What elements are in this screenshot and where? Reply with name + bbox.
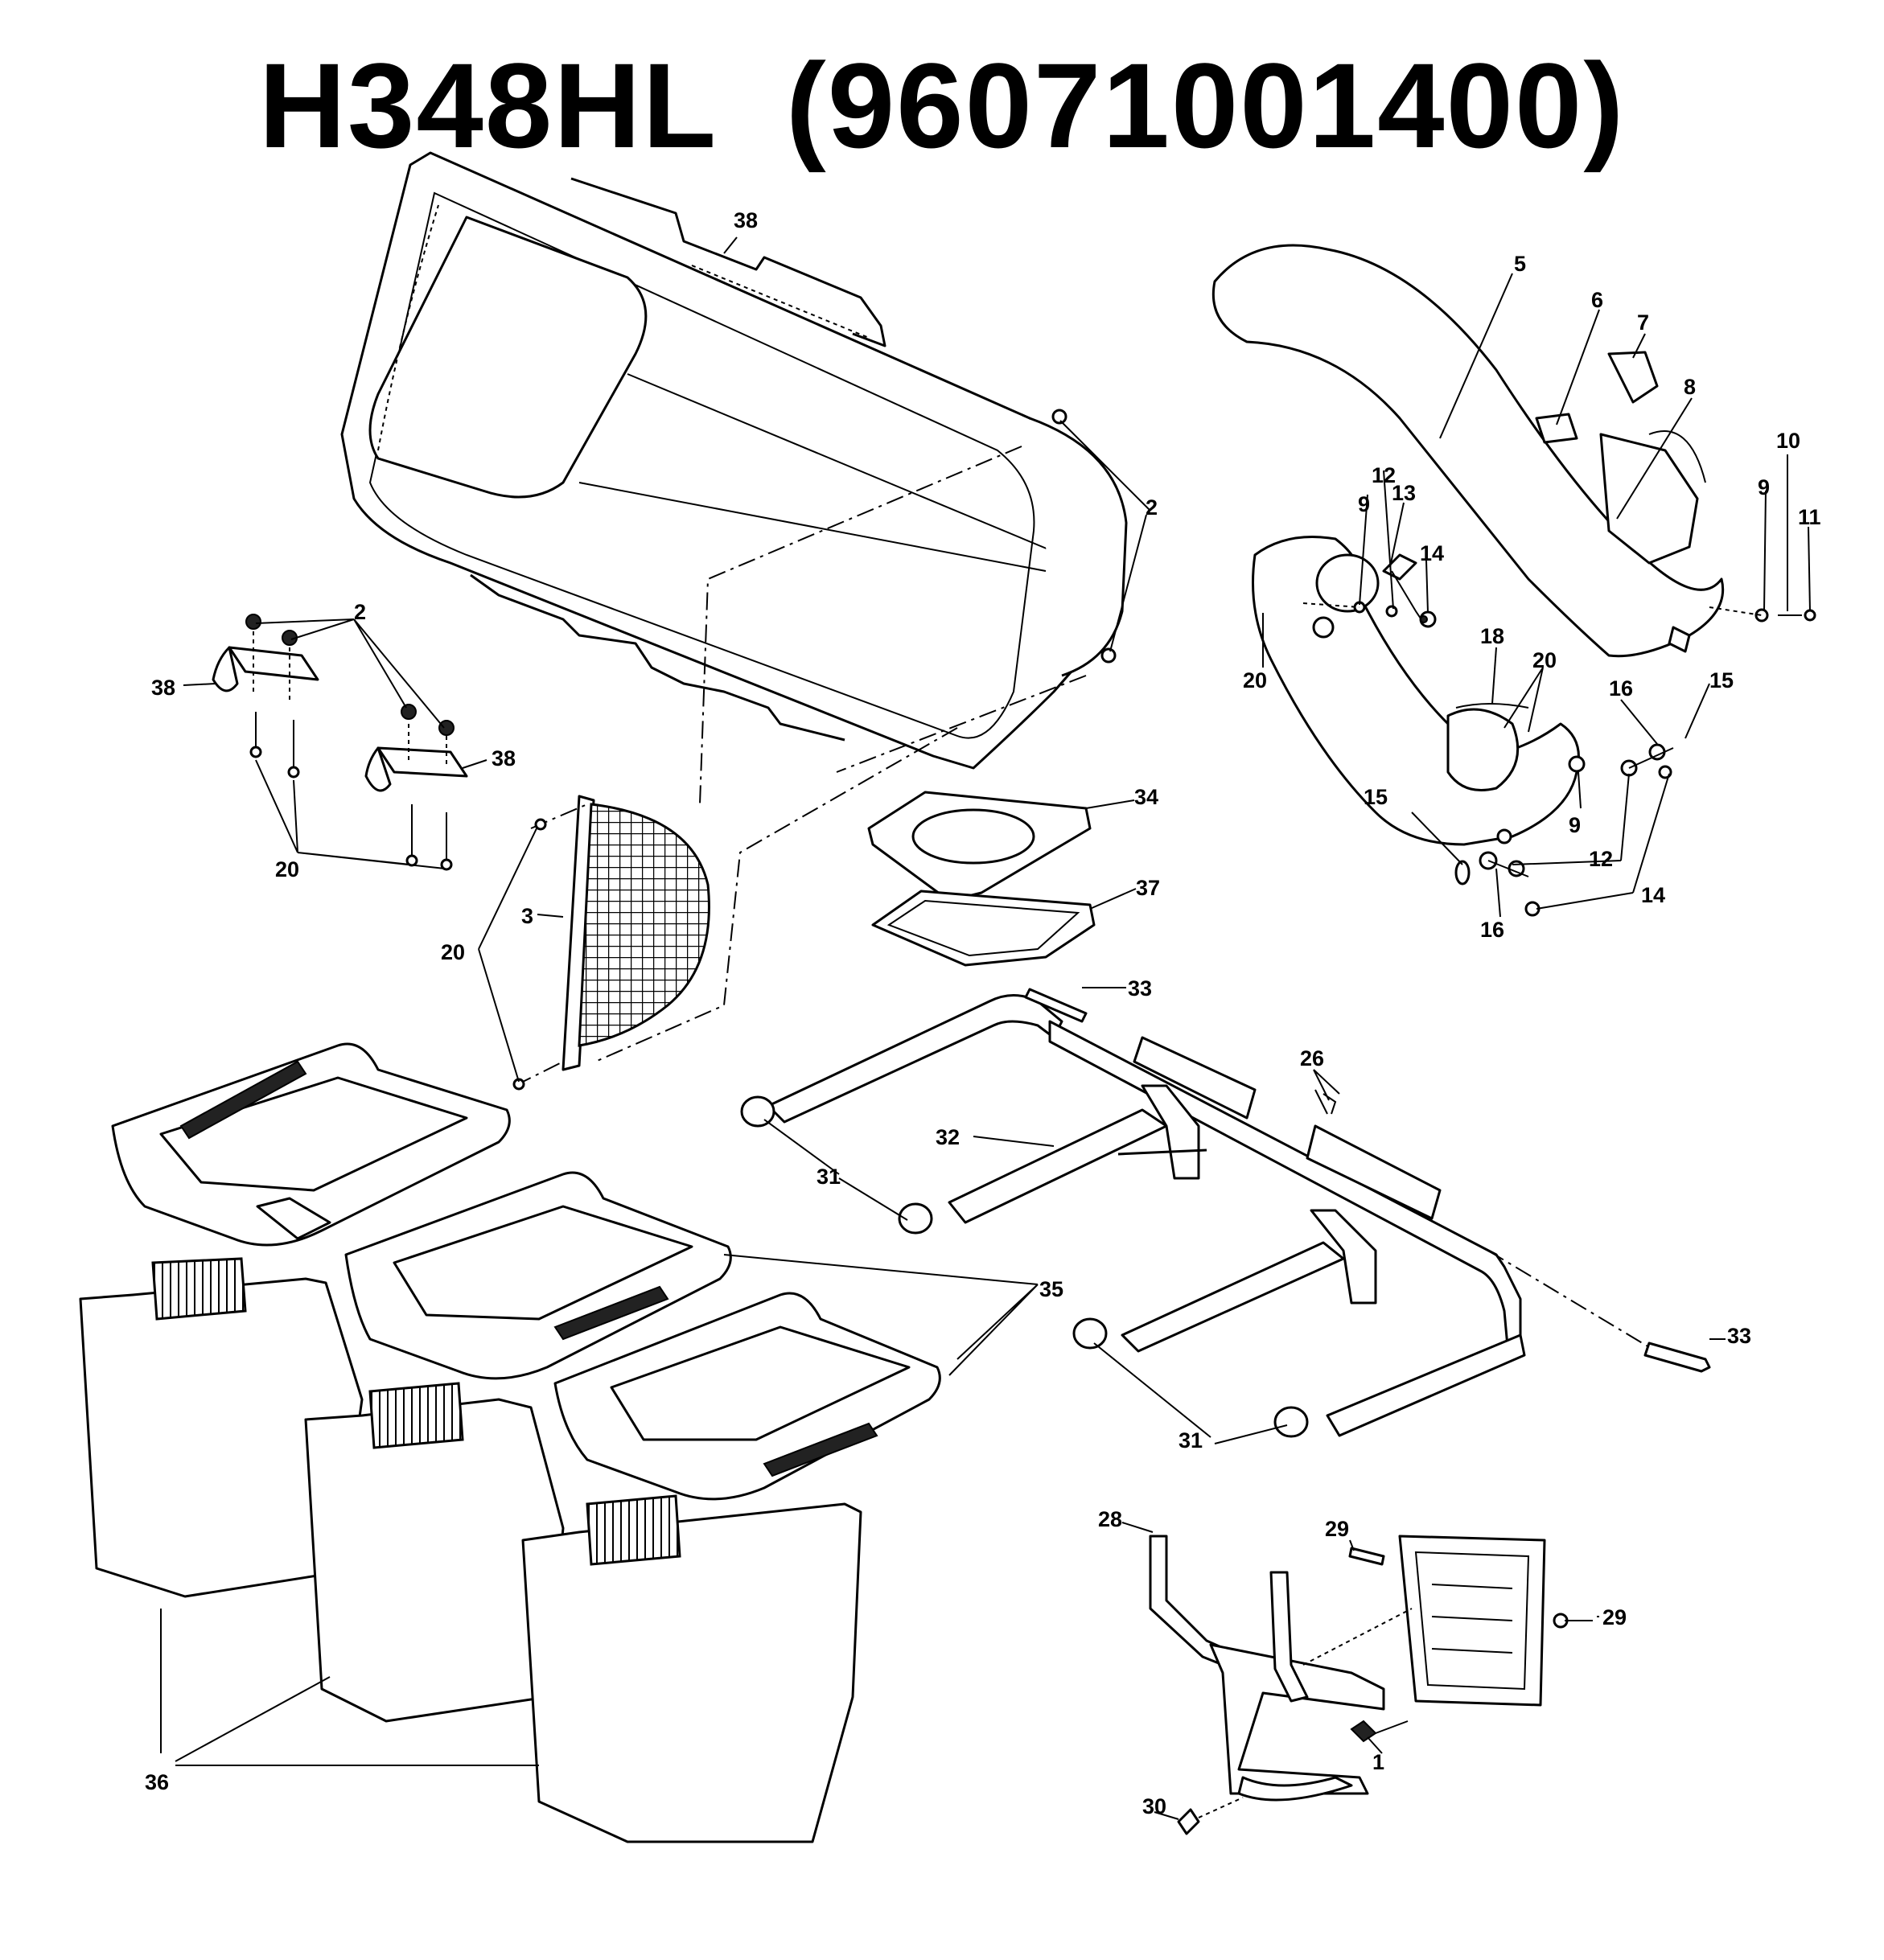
callout-28: 28	[1098, 1507, 1122, 1531]
callout-14-a: 14	[1420, 541, 1444, 565]
callout-18: 18	[1480, 624, 1504, 648]
callout-9-a: 9	[1758, 475, 1770, 499]
gasket-34	[867, 791, 1092, 902]
callout-9-c: 9	[1569, 813, 1581, 837]
callout-32: 32	[936, 1125, 960, 1149]
callout-5: 5	[1514, 252, 1526, 276]
callout-20-screen: 20	[441, 940, 465, 964]
callout-1: 1	[1372, 1750, 1384, 1774]
callout-34: 34	[1134, 785, 1158, 809]
callout-4: 38	[734, 208, 758, 232]
callout-30: 30	[1142, 1794, 1166, 1818]
callout-13: 13	[1392, 481, 1416, 505]
callout-38-a: 38	[151, 676, 175, 700]
callout-38-b: 38	[492, 746, 516, 770]
callout-2-top: 2	[1146, 495, 1158, 520]
callout-31-b: 31	[1179, 1428, 1203, 1453]
callout-2-bracket: 2	[354, 600, 366, 624]
callout-36: 36	[145, 1770, 169, 1794]
callout-10: 10	[1776, 429, 1800, 453]
catcher-lid	[340, 151, 1128, 770]
callout-26: 26	[1300, 1046, 1324, 1070]
callout-35: 35	[1039, 1277, 1063, 1301]
callout-6: 6	[1591, 288, 1603, 312]
hitch-bracket	[1149, 1535, 1593, 1835]
callouts: 38 2 2 38 38 20 20 3 34 37 33 33 26 32 3…	[145, 208, 1821, 1820]
callout-15-a: 15	[1709, 668, 1734, 692]
page-title: H348HL (96071001400)	[258, 38, 1626, 173]
callout-29-b: 29	[1602, 1605, 1627, 1629]
callout-20-chute-a: 20	[1243, 668, 1267, 692]
callout-20-bracket: 20	[275, 857, 299, 881]
basket-3	[521, 1292, 941, 1843]
callout-16-b: 16	[1480, 918, 1504, 942]
callout-9-b: 9	[1358, 492, 1370, 516]
callout-33-a: 33	[1128, 976, 1152, 1001]
callout-14-b: 14	[1641, 883, 1665, 907]
callout-16-a: 16	[1609, 676, 1633, 701]
callout-12-b: 12	[1589, 847, 1613, 871]
callout-7: 7	[1637, 310, 1649, 335]
callout-8: 8	[1684, 375, 1696, 399]
callout-29-a: 29	[1325, 1517, 1349, 1541]
callout-31-a: 31	[817, 1165, 841, 1189]
callout-12-a: 12	[1372, 463, 1396, 487]
bracket-set-38	[212, 614, 468, 871]
callout-15-b: 15	[1364, 785, 1388, 809]
frame-assembly	[740, 988, 1711, 1438]
basket-1	[79, 1042, 511, 1598]
chute-lower-18	[1252, 536, 1580, 846]
chute-5	[1211, 244, 1725, 658]
callout-11: 11	[1798, 505, 1821, 529]
basket-2	[304, 1171, 732, 1723]
callout-3: 3	[521, 904, 533, 928]
callout-33-b: 33	[1727, 1324, 1751, 1348]
callout-37: 37	[1136, 876, 1160, 900]
frame-37	[871, 890, 1096, 967]
deflector-screen-3	[512, 795, 710, 1091]
callout-20-chute-b: 20	[1532, 648, 1557, 672]
